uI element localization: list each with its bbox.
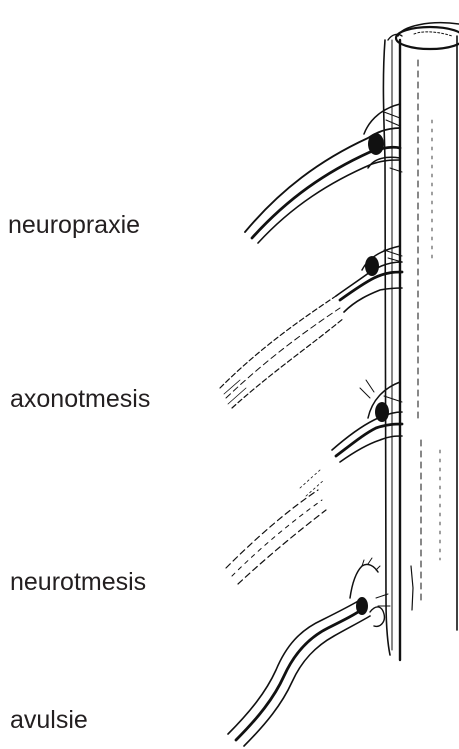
- nerve-neuropraxie: [245, 104, 402, 243]
- nerve-avulsie: [228, 558, 390, 746]
- label-axonotmesis: axonotmesis: [10, 387, 150, 412]
- label-avulsie: avulsie: [10, 708, 88, 733]
- nerve-axonotmesis: [220, 246, 402, 408]
- label-neuropraxie: neuropraxie: [8, 213, 140, 238]
- nerve-neurotmesis: [226, 380, 402, 584]
- spinal-cord: [396, 23, 459, 660]
- spinal-cord-cross-section: [396, 27, 459, 49]
- label-neurotmesis: neurotmesis: [10, 570, 146, 595]
